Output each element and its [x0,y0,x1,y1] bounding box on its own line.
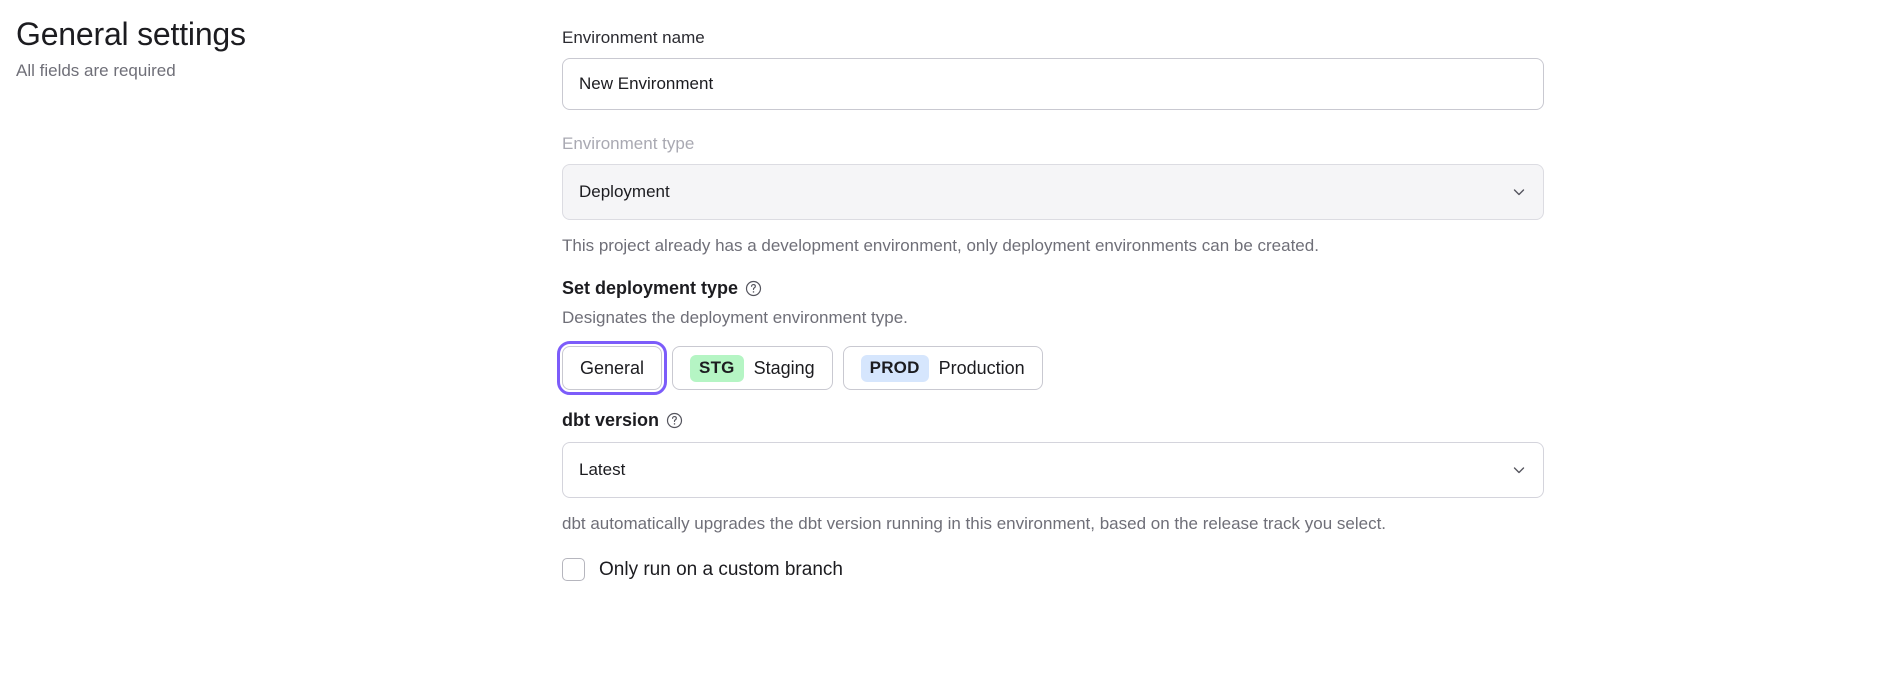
environment-type-label: Environment type [562,134,695,153]
deployment-type-option-general[interactable]: General [556,341,668,395]
environment-name-input[interactable]: New Environment [562,58,1544,110]
dbt-version-field-group: dbt version Latest dbt automatica [562,408,1544,536]
chevron-down-icon [1511,462,1527,478]
environment-type-value: Deployment [579,182,670,201]
environment-name-label: Environment name [562,28,705,47]
page-title: General settings [16,16,246,52]
deployment-type-option-staging-label: Staging [753,357,815,378]
prod-badge: PROD [860,354,929,382]
dbt-version-heading: dbt version [562,408,1544,432]
dbt-version-help-text: dbt automatically upgrades the dbt versi… [562,514,1387,533]
dbt-version-select[interactable]: Latest [562,442,1544,498]
settings-intro-column: General settings All fields are required [16,14,536,83]
stg-badge: STG [690,354,744,382]
deployment-type-option-general-label: General [580,357,645,378]
deployment-type-option-production-label: Production [938,357,1025,378]
dbt-version-heading-label: dbt version [562,410,660,430]
page-subtitle: All fields are required [16,61,176,80]
deployment-type-options: General STG Staging PROD Production [556,341,1544,395]
question-circle-icon[interactable] [745,280,762,297]
environment-type-select[interactable]: Deployment [562,164,1544,220]
environment-type-help-text: This project already has a development e… [562,236,1319,255]
deployment-type-option-production[interactable]: PROD Production [842,346,1043,390]
deployment-type-heading: Set deployment type [562,276,1544,300]
deployment-type-description: Designates the deployment environment ty… [562,308,908,327]
deployment-type-field-group: Set deployment type Designates the deplo… [556,276,1544,395]
dbt-version-value: Latest [579,460,626,479]
deployment-type-option-staging[interactable]: STG Staging [672,346,833,390]
custom-branch-checkbox[interactable] [562,558,585,581]
deployment-type-heading-label: Set deployment type [562,278,739,298]
settings-form-column: Environment name New Environment Environ… [556,26,1544,581]
environment-name-field-group: Environment name New Environment [562,26,1544,110]
environment-name-value: New Environment [579,74,714,93]
custom-branch-row[interactable]: Only run on a custom branch [562,558,1544,581]
environment-type-field-group: Environment type Deployment This project… [562,132,1544,258]
question-circle-icon[interactable] [666,412,683,429]
custom-branch-label: Only run on a custom branch [599,558,843,580]
chevron-down-icon [1511,184,1527,200]
